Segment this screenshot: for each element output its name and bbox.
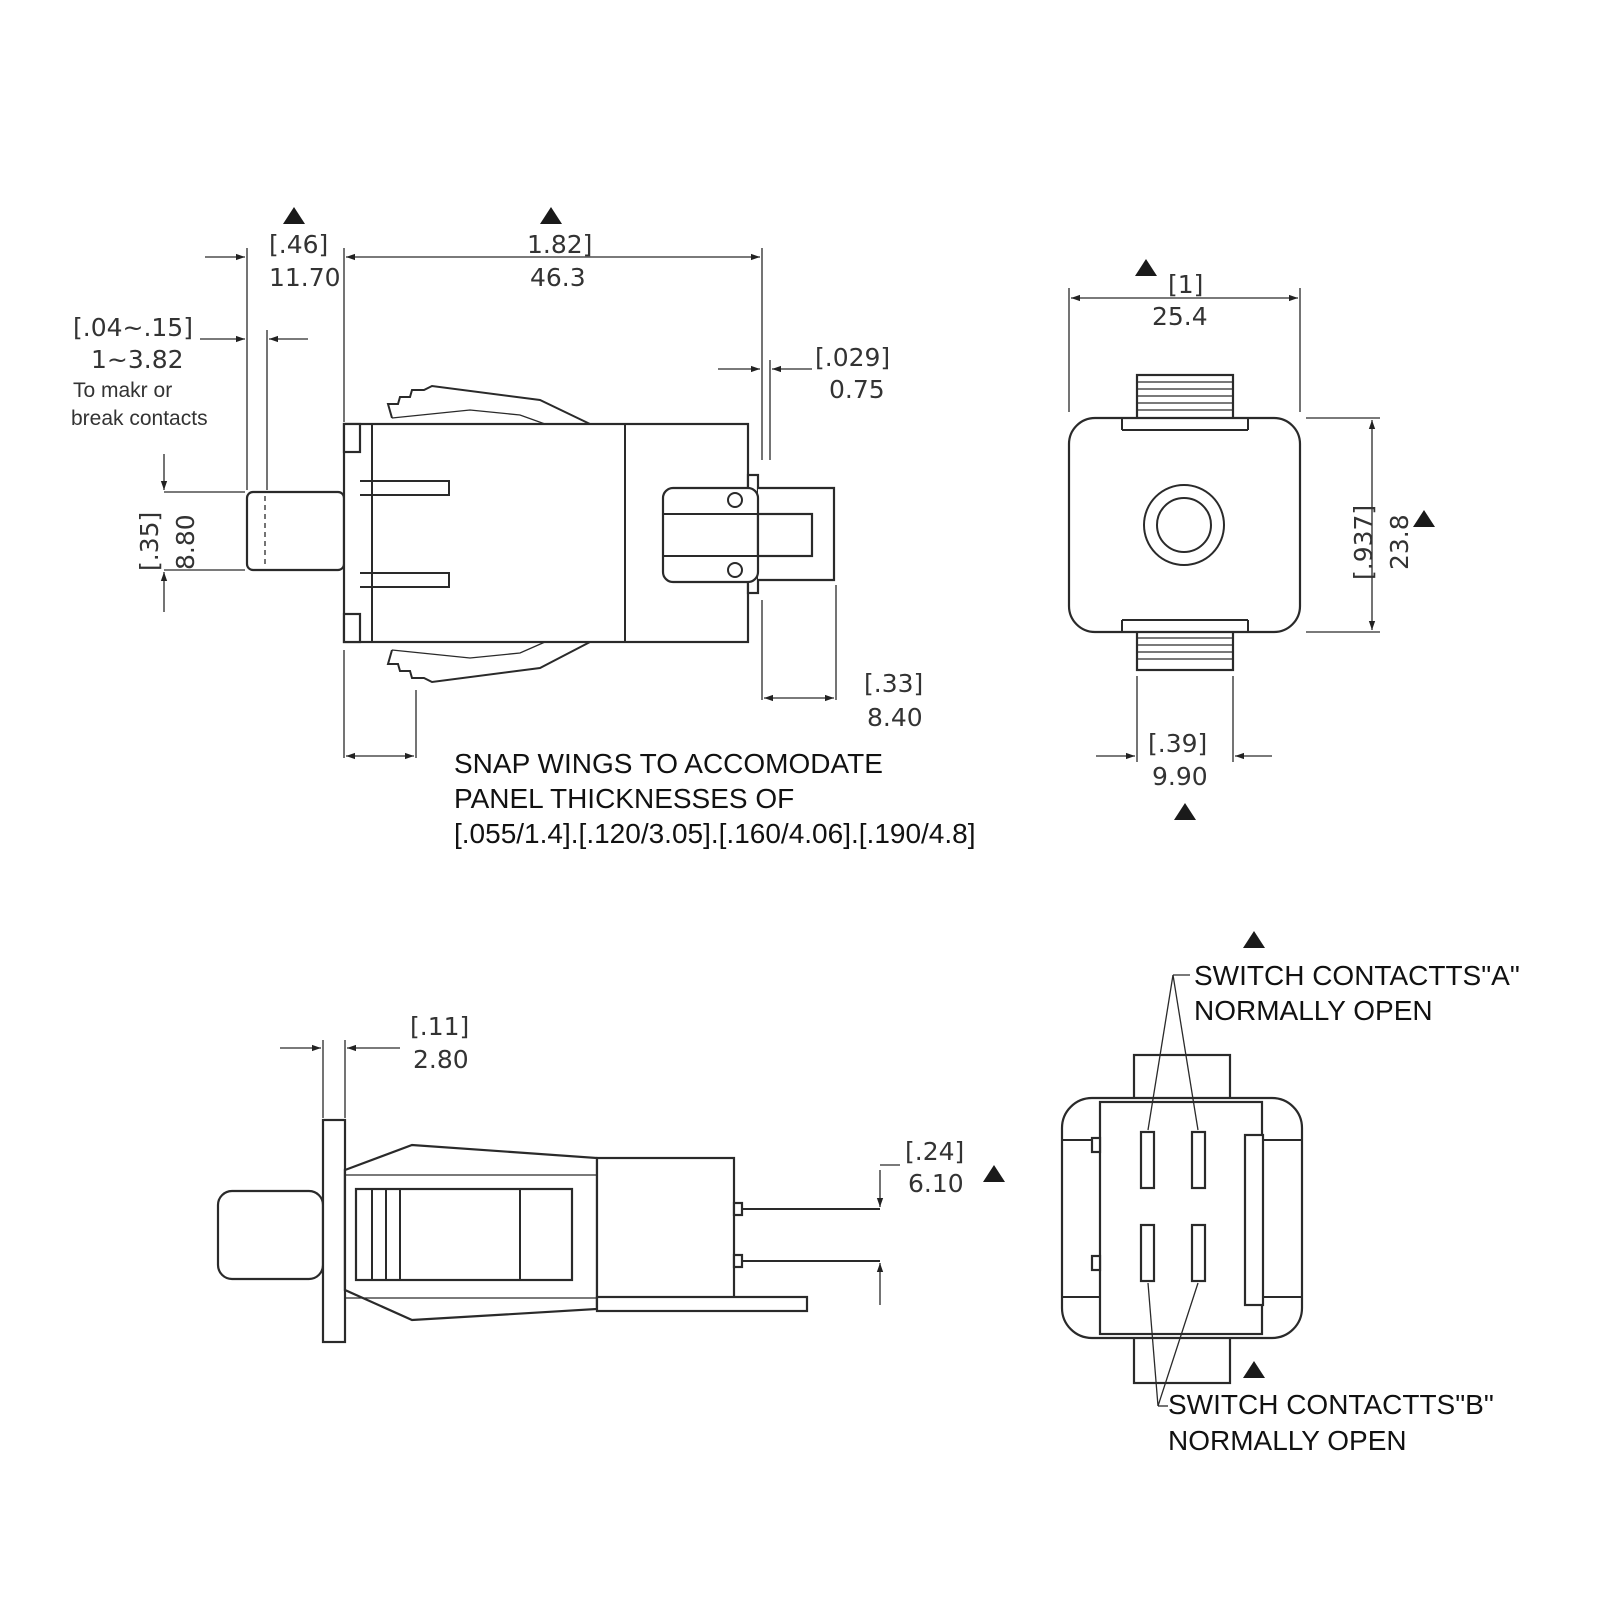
snap-wings-note-line1: SNAP WINGS TO ACCOMODATE [454, 748, 883, 779]
front-tab-marker [1174, 803, 1196, 820]
side-flange-dim-inch: [.029] [815, 343, 890, 372]
front-width-marker [1135, 259, 1157, 276]
rear-view: SWITCH CONTACTTS"A" NORMALLY OPEN SWITCH… [1060, 931, 1520, 1456]
top-flange-dim-inch: [.11] [410, 1012, 469, 1041]
front-height-dim-inch: [.937] [1349, 505, 1378, 580]
top-terminal-dim-mm: 6.10 [908, 1169, 964, 1198]
side-plunger-dim-inch: [.46] [269, 230, 328, 259]
snap-wings-note-line2: PANEL THICKNESSES OF [454, 783, 794, 814]
side-length-dim-mm: 46.3 [530, 263, 586, 292]
top-terminal-dim-inch: [.24] [905, 1137, 964, 1166]
front-tab-dim-inch: [.39] [1148, 729, 1207, 758]
side-view: [.46] 11.70 1.82] 46.3 [.04~.15] 1~3.82 … [71, 207, 976, 849]
rear-contacts-a-marker [1243, 931, 1265, 948]
front-width-dim-mm: 25.4 [1152, 302, 1208, 331]
side-connector-dim-mm: 8.40 [867, 703, 923, 732]
side-length-marker [540, 207, 562, 224]
side-plunger-marker [283, 207, 305, 224]
side-plunger-dia-inch: [.35] [135, 512, 164, 571]
snap-wings-note-line3: [.055/1.4].[.120/3.05].[.160/4.06].[.190… [454, 818, 976, 849]
contacts-b-line2: NORMALLY OPEN [1168, 1425, 1407, 1456]
side-plunger-dim-mm: 11.70 [269, 263, 341, 292]
side-travel-note-line2: break contacts [71, 407, 208, 430]
side-travel-dim-mm: 1~3.82 [91, 345, 184, 374]
contacts-a-line2: NORMALLY OPEN [1194, 995, 1433, 1026]
top-flange-dim-mm: 2.80 [413, 1045, 469, 1074]
contacts-b-line1: SWITCH CONTACTTS"B" [1168, 1389, 1494, 1420]
front-height-dim-mm: 23.8 [1385, 514, 1414, 570]
top-terminal-marker [983, 1165, 1005, 1182]
front-width-dim-inch: [1] [1168, 270, 1203, 299]
side-travel-dim-inch: [.04~.15] [73, 313, 193, 342]
front-height-marker [1413, 510, 1435, 527]
front-view: [1] 25.4 [.937] 23.8 [.39] 9.90 [1067, 259, 1435, 820]
side-travel-note-line1: To makr or [73, 379, 172, 402]
rear-contacts-b-marker [1243, 1361, 1265, 1378]
top-view: [.11] 2.80 [.24] 6.10 [216, 1012, 1005, 1344]
side-flange-dim-mm: 0.75 [829, 375, 885, 404]
side-plunger-dia-mm: 8.80 [171, 514, 200, 570]
side-connector-dim-inch: [.33] [864, 669, 923, 698]
side-length-dim-inch: 1.82] [527, 230, 592, 259]
front-tab-dim-mm: 9.90 [1152, 762, 1208, 791]
contacts-a-line1: SWITCH CONTACTTS"A" [1194, 960, 1520, 991]
